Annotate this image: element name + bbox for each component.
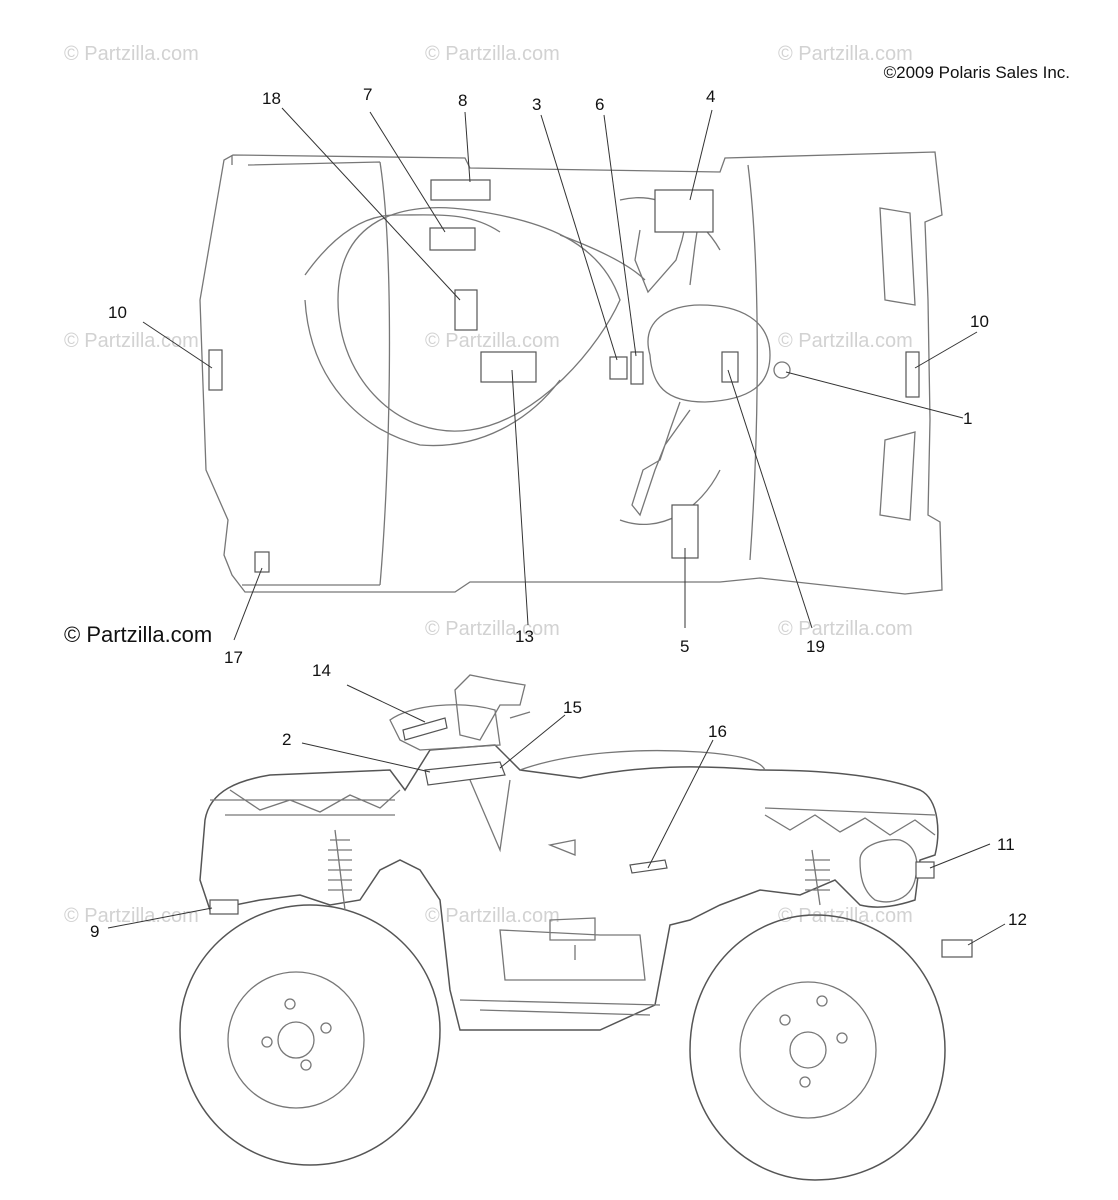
site-watermark: © Partzilla.com bbox=[64, 622, 213, 647]
watermark: © Partzilla.com bbox=[778, 43, 913, 65]
callout-10-front: 10 bbox=[970, 312, 989, 331]
decal-10-rear bbox=[208, 349, 223, 391]
watermark: © Partzilla.com bbox=[778, 330, 913, 352]
callout-13: 13 bbox=[515, 627, 534, 646]
callout-4: 4 bbox=[706, 87, 715, 106]
decal-12 bbox=[941, 939, 973, 958]
top-body-outline bbox=[199, 151, 943, 595]
decal-9 bbox=[209, 899, 239, 915]
side-rear-shock bbox=[328, 829, 352, 911]
callout-11: 11 bbox=[997, 835, 1015, 854]
side-body-outline bbox=[199, 744, 939, 1031]
callout-17: 17 bbox=[224, 648, 243, 667]
decal-6 bbox=[630, 351, 644, 385]
side-rear-rack bbox=[210, 789, 401, 816]
decal-15 bbox=[424, 761, 506, 786]
top-seat bbox=[337, 207, 621, 432]
callout-12: 12 bbox=[1008, 910, 1027, 929]
side-headlight bbox=[859, 839, 918, 903]
side-footwell bbox=[459, 945, 661, 1016]
top-fuel-cap bbox=[773, 361, 791, 379]
top-console bbox=[647, 304, 771, 403]
decal-4 bbox=[654, 189, 714, 233]
front-wheel bbox=[689, 914, 946, 1181]
top-rear-rack bbox=[231, 155, 391, 586]
callout-3: 3 bbox=[532, 95, 541, 114]
decal-11 bbox=[915, 861, 935, 879]
callout-9: 9 bbox=[90, 922, 99, 941]
decal-14 bbox=[402, 717, 448, 741]
copyright-notice: ©2009 Polaris Sales Inc. bbox=[883, 63, 1070, 82]
top-fenders bbox=[304, 197, 721, 525]
rear-wheel bbox=[179, 904, 441, 1166]
watermark: © Partzilla.com bbox=[425, 330, 560, 352]
decal-17 bbox=[254, 551, 270, 573]
side-front-rack bbox=[764, 807, 936, 836]
callout-18: 18 bbox=[262, 89, 281, 108]
callout-10-rear: 10 bbox=[108, 303, 127, 322]
side-handlebar bbox=[454, 674, 531, 741]
callout-19: 19 bbox=[806, 637, 825, 656]
decal-3 bbox=[609, 356, 628, 380]
callout-6: 6 bbox=[595, 95, 604, 114]
callout-1: 1 bbox=[963, 409, 972, 428]
watermark: © Partzilla.com bbox=[64, 330, 199, 352]
callout-8: 8 bbox=[458, 91, 467, 110]
watermark: © Partzilla.com bbox=[778, 618, 913, 640]
top-decals bbox=[208, 179, 920, 573]
callout-15: 15 bbox=[563, 698, 582, 717]
side-leaders bbox=[107, 684, 1006, 946]
side-front-shock bbox=[805, 849, 830, 906]
atv-top-view bbox=[142, 107, 978, 641]
watermark: © Partzilla.com bbox=[778, 905, 913, 927]
decal-13 bbox=[480, 351, 537, 383]
decal-8 bbox=[430, 179, 491, 201]
callout-5: 5 bbox=[680, 637, 689, 656]
atv-side-view bbox=[107, 674, 1006, 1181]
decal-10-front bbox=[905, 351, 920, 398]
top-leaders bbox=[142, 107, 978, 641]
watermark: © Partzilla.com bbox=[425, 905, 560, 927]
side-decals bbox=[209, 717, 973, 958]
decal-7 bbox=[429, 227, 476, 251]
watermark: © Partzilla.com bbox=[425, 618, 560, 640]
watermark: © Partzilla.com bbox=[425, 43, 560, 65]
callout-16: 16 bbox=[708, 722, 727, 741]
callout-14: 14 bbox=[312, 661, 331, 680]
side-fuel-tank bbox=[389, 704, 501, 751]
decal-18 bbox=[454, 289, 478, 331]
top-front-rack bbox=[747, 164, 916, 561]
watermark: © Partzilla.com bbox=[64, 905, 199, 927]
watermarks: © Partzilla.com © Partzilla.com © Partzi… bbox=[64, 43, 913, 927]
callout-labels: 18 7 8 3 6 4 10 10 1 13 5 19 14 15 2 16 … bbox=[90, 85, 1027, 941]
side-seat bbox=[519, 749, 766, 771]
side-panel bbox=[469, 779, 646, 981]
decal-19 bbox=[721, 351, 739, 383]
watermark: © Partzilla.com bbox=[64, 43, 199, 65]
callout-7: 7 bbox=[363, 85, 372, 104]
callout-2: 2 bbox=[282, 730, 291, 749]
